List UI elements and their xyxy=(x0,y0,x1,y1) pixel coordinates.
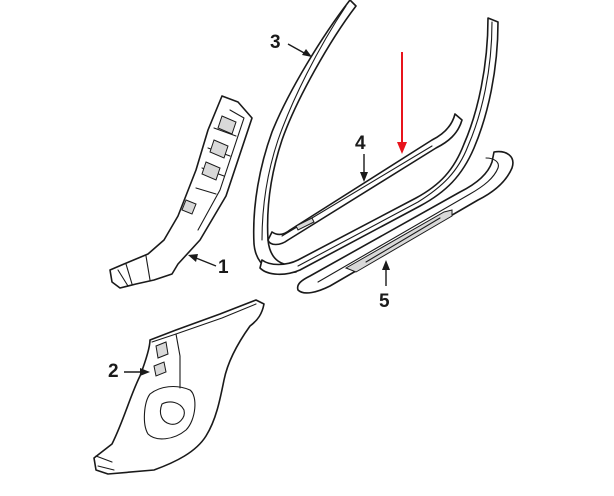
part-5-scuff-plate xyxy=(296,150,514,294)
door-opening-seal xyxy=(259,17,499,276)
leader-3 xyxy=(287,43,312,57)
callout-3: 3 xyxy=(270,32,281,53)
part-2-kick-panel xyxy=(93,299,265,475)
part-1-pillar-garnish xyxy=(109,95,253,289)
leader-4 xyxy=(360,154,368,182)
callout-4: 4 xyxy=(355,133,366,154)
leader-1 xyxy=(188,254,217,267)
callout-1: 1 xyxy=(218,257,229,278)
leader-2 xyxy=(124,368,150,376)
leader-5 xyxy=(382,260,390,286)
callout-5: 5 xyxy=(379,291,390,312)
highlight-arrow xyxy=(397,52,407,154)
part-4-sill-strip xyxy=(267,113,463,246)
callout-2: 2 xyxy=(108,361,119,382)
